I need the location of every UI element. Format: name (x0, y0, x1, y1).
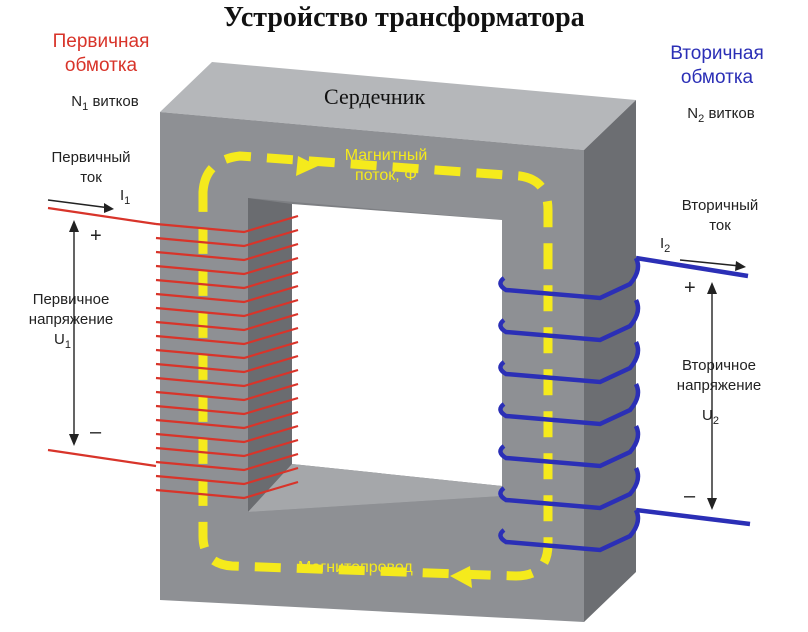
secondary-voltage-line2: напряжение (676, 377, 762, 394)
primary-turns-symbol: N (71, 93, 83, 110)
primary-coil-turn (155, 424, 299, 444)
primary-current-line2: ток (80, 169, 102, 186)
primary-current-sym: I (120, 187, 125, 204)
primary-minus: – (90, 421, 102, 443)
primary-current-label: Первичный ток (36, 148, 146, 188)
primary-current-arrow (47, 199, 111, 209)
secondary-lead-top (635, 255, 749, 279)
core-label: Сердечник (324, 84, 426, 109)
secondary-coil-turn (498, 508, 641, 553)
secondary-turns: N2 витков (666, 104, 776, 129)
primary-coil-turn (155, 340, 299, 360)
primary-voltage-line1: Первичное (32, 291, 110, 308)
secondary-turns-word: витков (708, 105, 755, 122)
secondary-current-label: Вторичный ток (662, 196, 778, 236)
primary-turns: N1 витков (50, 92, 160, 117)
secondary-coil-turn (498, 298, 641, 343)
secondary-winding-label: Вторичная обмотка (652, 42, 782, 90)
primary-winding-label: Первичная обмотка (40, 30, 162, 78)
secondary-coil-turn (498, 424, 641, 469)
primary-voltage-arrowhead-up (69, 220, 79, 232)
flux-label-line1: Магнитный (344, 147, 428, 164)
secondary-plus: + (684, 277, 696, 299)
primary-coil-turn (155, 354, 299, 374)
secondary-minus: – (684, 485, 696, 507)
primary-winding-line2: обмотка (64, 55, 138, 76)
primary-lead-bottom (47, 448, 157, 468)
core-side-face (584, 100, 636, 622)
flux-label: Магнитный поток, Φ (326, 146, 446, 186)
secondary-voltage-arrowhead-up (707, 282, 717, 294)
primary-coil-turn (155, 438, 299, 458)
primary-voltage-arrowhead-down (69, 434, 79, 446)
secondary-turns-subscript: 2 (698, 113, 705, 125)
primary-coil-turn (155, 396, 299, 416)
primary-coil-turn (155, 228, 299, 248)
secondary-voltage-symbol: U2 (654, 396, 784, 431)
flux-arrow-top (296, 156, 318, 176)
secondary-voltage-sub: 2 (712, 415, 719, 427)
secondary-coil-turn (498, 466, 641, 511)
core-window-inner-bottom (248, 464, 502, 512)
secondary-coil-turn (498, 256, 641, 301)
primary-current-line1: Первичный (51, 149, 131, 166)
secondary-winding-line2: обмотка (680, 67, 754, 88)
primary-coil-turn (155, 410, 299, 430)
primary-current-sub: 1 (124, 195, 131, 207)
primary-coil-turn (155, 242, 299, 262)
primary-turns-word: витков (92, 93, 139, 110)
primary-voltage-label: Первичное напряжение U1 (10, 290, 132, 355)
primary-coil-turn (155, 256, 299, 276)
secondary-winding-line1: Вторичная (670, 43, 764, 64)
secondary-current-sym: I (660, 235, 665, 252)
secondary-current-arrow (679, 259, 741, 267)
primary-coil-turn (155, 214, 299, 234)
diagram-title: Устройство трансформатора (223, 2, 585, 33)
magnetic-path-label: Магнитопровод (298, 559, 413, 576)
primary-lead-top (47, 206, 157, 226)
primary-current-symbol: I1 (120, 186, 130, 211)
secondary-lead-bottom (635, 507, 751, 527)
secondary-voltage-label: Вторичное напряжение U2 (654, 356, 784, 431)
flux-label-line2: поток, Φ (355, 167, 417, 184)
core-top-face (160, 62, 636, 150)
primary-coil-turn (155, 382, 299, 402)
primary-voltage-sym: U (54, 331, 65, 348)
primary-current-arrowhead (104, 203, 114, 213)
secondary-current-arrowhead (735, 261, 746, 271)
primary-voltage-line2: напряжение (28, 311, 114, 328)
secondary-current-line1: Вторичный (681, 197, 759, 214)
secondary-winding (498, 256, 641, 553)
secondary-voltage-arrowhead-down (707, 498, 717, 510)
secondary-voltage-sym: U (702, 407, 713, 424)
core-window-opening (292, 204, 502, 486)
primary-coil-turn (155, 368, 299, 388)
primary-coil-turn (155, 326, 299, 346)
primary-coil-turn (155, 452, 299, 472)
primary-turns-subscript: 1 (82, 101, 89, 113)
primary-voltage-sub: 1 (64, 339, 71, 351)
primary-winding-line1: Первичная (52, 31, 150, 52)
secondary-coil-turn (498, 340, 641, 385)
secondary-current-symbol: I2 (660, 234, 670, 259)
secondary-turns-symbol: N (687, 105, 699, 122)
secondary-current-sub: 2 (664, 243, 671, 255)
primary-coil-turn (155, 284, 299, 304)
primary-plus: + (90, 225, 102, 247)
primary-winding (155, 214, 299, 500)
primary-coil-turn (155, 480, 299, 500)
primary-coil-turn (155, 312, 299, 332)
primary-voltage-symbol: U1 (10, 330, 132, 355)
primary-coil-turn (155, 466, 299, 486)
primary-coil-turn (155, 298, 299, 318)
flux-arrow-bottom (450, 566, 472, 588)
primary-coil-turn (155, 270, 299, 290)
secondary-coil-turn (498, 382, 641, 427)
secondary-current-line2: ток (709, 217, 731, 234)
secondary-voltage-line1: Вторичное (681, 357, 757, 374)
